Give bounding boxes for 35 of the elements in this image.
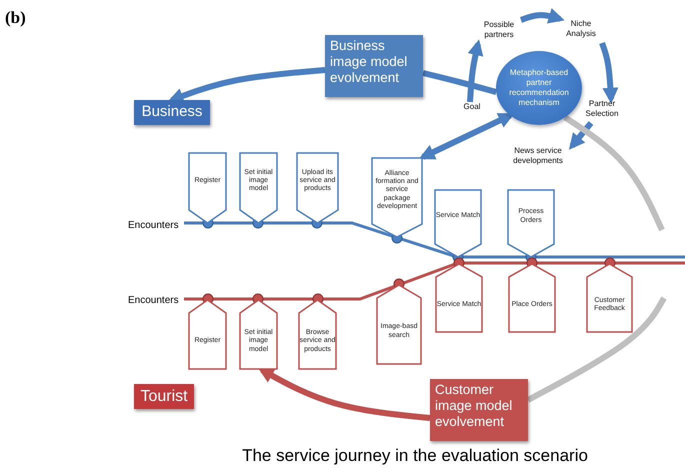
connector-band <box>563 114 665 232</box>
tourist-lane-label: Tourist <box>134 384 194 409</box>
caption: The service journey in the evaluation scenario <box>241 446 589 466</box>
cycle-step-text: Goal <box>460 102 484 115</box>
arrow <box>568 121 594 150</box>
arrow <box>599 42 618 104</box>
touchpoint-tag <box>435 263 483 333</box>
arrow <box>467 39 484 102</box>
cycle-step-text: Partner Selection <box>580 99 624 123</box>
business-lane-label: Business <box>134 100 210 125</box>
connector-band <box>526 296 667 403</box>
touchpoint-tag <box>239 152 278 224</box>
connector-band <box>422 70 498 95</box>
touchpoint-tag <box>239 299 278 370</box>
cycle-step-text: News service developments <box>504 146 572 170</box>
touchpoint-tag <box>298 299 337 370</box>
lane-caption: Encounters <box>128 220 179 231</box>
cycle-step-text: Niche Analysis <box>560 19 602 43</box>
touchpoint-tag <box>507 189 555 258</box>
touchpoint-tag <box>376 284 422 365</box>
lane-caption: Encounters <box>128 295 179 306</box>
cycle-step-text: Possible partners <box>474 20 524 44</box>
evolvement-box: Customer image model evolvement <box>430 379 528 441</box>
touchpoint-tag <box>586 263 633 333</box>
evolvement-box: Business image model evolvement <box>325 35 423 97</box>
touchpoint-tag <box>188 152 227 224</box>
mechanism-circle <box>496 51 582 125</box>
mechanism-label: Metaphor-based partner recommendation mechanism <box>508 68 570 108</box>
touchpoint-tag <box>296 152 339 224</box>
touchpoint-tag <box>371 157 423 238</box>
touchpoint-tag <box>188 299 227 370</box>
touchpoint-tag <box>434 189 482 258</box>
touchpoint-tag <box>508 263 556 333</box>
panel-label: (b) <box>5 8 26 28</box>
arrow <box>520 8 565 24</box>
